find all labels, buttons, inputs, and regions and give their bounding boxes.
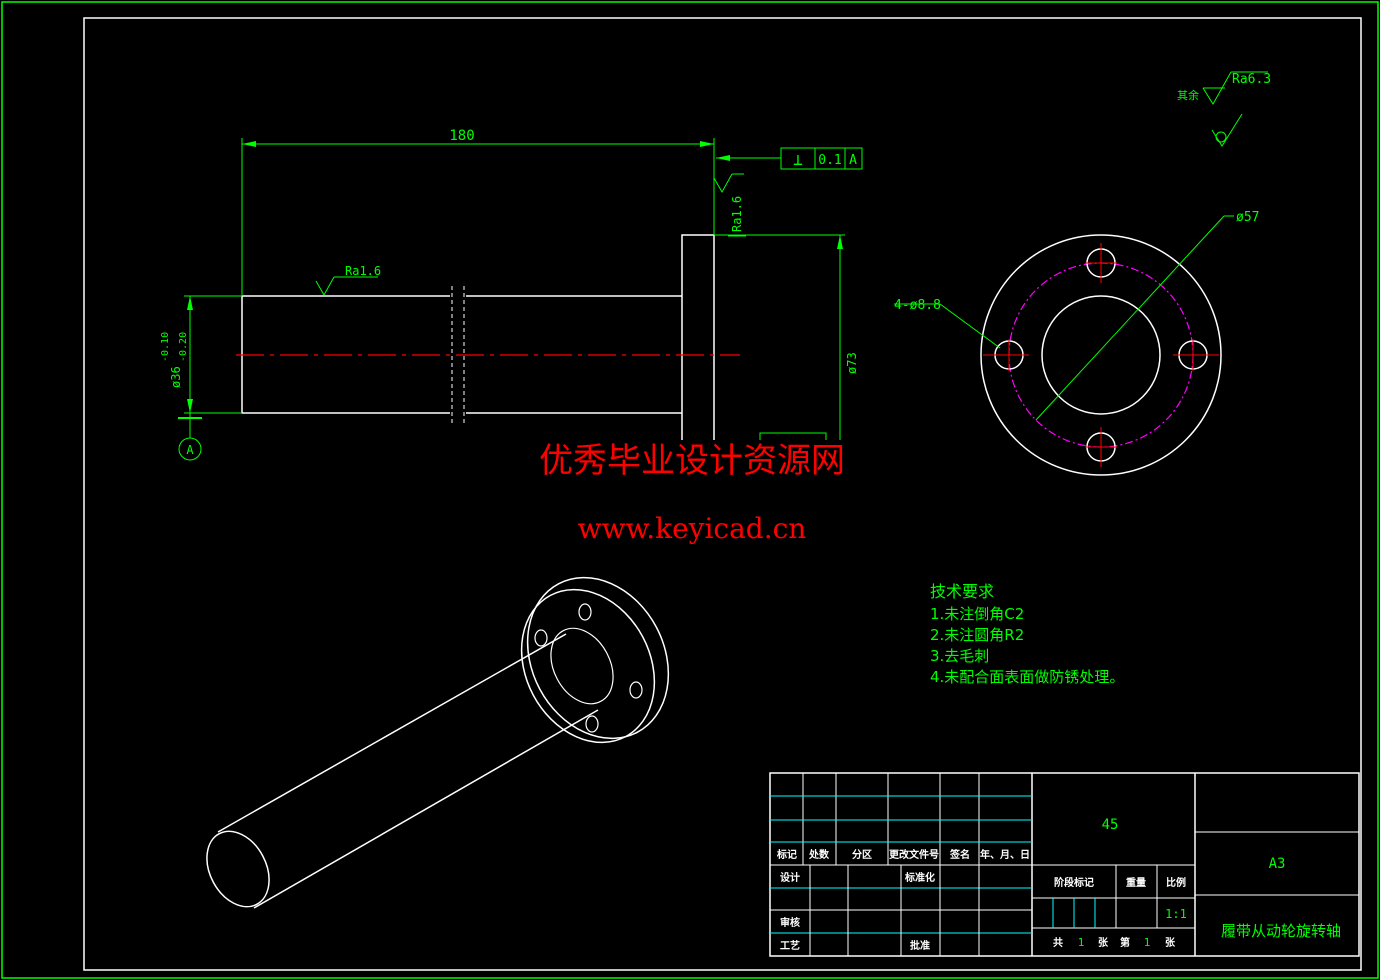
tb-h-date: 年、月、日: [980, 848, 1030, 861]
tech-item-3: 3.去毛刺: [930, 647, 989, 665]
tech-item-1: 1.未注倒角C2: [930, 605, 1024, 623]
watermark-cn-backdrop: [515, 440, 870, 480]
tb-h-ratio: 比例: [1166, 876, 1186, 889]
dim-d73-text: ø73: [845, 352, 859, 374]
front-view: 180 ⊥ 0.1 A Ra1.6 Ra1.6 ø36 -0.10 -0.20 …: [160, 128, 863, 476]
tb-h-design: 设计: [780, 871, 800, 884]
tech-heading: 技术要求: [930, 582, 994, 601]
roughness-symbol-general: [1202, 71, 1232, 105]
iso-shaft-end: [206, 830, 270, 908]
watermark-url: www.keyicad.cn: [578, 512, 807, 545]
tb-h-approve: 批准: [910, 939, 930, 952]
tb-part-name: 履带从动轮旋转轴: [1221, 922, 1341, 940]
arrow-left: [242, 141, 256, 147]
roughness-unmachined-circle: [1215, 131, 1227, 143]
tb-h-standardize: 标准化: [904, 871, 935, 884]
watermark: 优秀毕业设计资源网 www.keyicad.cn: [515, 440, 870, 545]
inner-border: [83, 17, 1362, 971]
tb-h-total: 共: [1053, 936, 1063, 949]
tol-symbol: ⊥: [793, 150, 803, 169]
tech-requirements: 技术要求 1.未注倒角C2 2.未注圆角R2 3.去毛刺 4.未配合面表面做防锈…: [930, 582, 1124, 686]
iso-shaft-top: [217, 633, 567, 833]
tb-sheet-size: A3: [1269, 856, 1286, 872]
iso-bolt-hole-1: [578, 603, 592, 621]
isometric-view: [206, 576, 670, 909]
iso-bolt-hole-2: [629, 681, 643, 699]
tb-h-mark: 标记: [776, 848, 797, 861]
roughness-symbol-flange: [713, 173, 733, 194]
tb-material: 45: [1102, 817, 1119, 833]
shaft-circle: [1041, 295, 1161, 415]
tb-h-sheets: 张: [1098, 936, 1109, 949]
tb-h-sheets2: 张: [1165, 936, 1176, 949]
arrow-right: [700, 141, 714, 147]
iso-flange-back: [526, 576, 670, 740]
datum-label: A: [186, 443, 194, 457]
iso-bolt-hole-4: [534, 629, 548, 647]
arrow-d36-bottom: [187, 399, 193, 413]
roughness-general-text: Ra6.3: [1232, 72, 1271, 87]
tol-datum: A: [849, 153, 857, 168]
arrow-d73-top: [837, 235, 843, 249]
dim-d36-tol-lower: -0.20: [178, 332, 189, 362]
title-block: 45 A3 履带从动轮旋转轴 1:1 标记 处数 分区 更改文件号 签名 年、月…: [769, 772, 1360, 957]
tb-h-weight: 重量: [1126, 876, 1146, 889]
iso-shaft-hub: [550, 627, 614, 705]
tb-h-review: 审核: [780, 916, 800, 929]
iso-flange-front: [520, 588, 656, 744]
iso-shaft-bottom: [253, 709, 599, 909]
flange-outer-circle: [980, 234, 1222, 476]
tb-h-sign: 签名: [949, 848, 970, 861]
dim-d57-text: ø57: [1236, 210, 1259, 225]
iso-bolt-hole-3: [585, 715, 599, 733]
leader-holes: [939, 303, 1001, 349]
datum-circle: [178, 437, 202, 461]
tb-h-stage: 阶段标记: [1054, 876, 1094, 889]
roughness-general-prefix: 其余: [1177, 88, 1199, 102]
leader-d57: [1035, 215, 1225, 421]
tb-h-count: 处数: [808, 848, 830, 861]
tb-h-change: 更改文件号: [889, 848, 939, 861]
tb-h-zone: 分区: [852, 848, 872, 861]
roughness-symbol-shaft: [315, 276, 335, 297]
tb-h-total-n: 1: [1078, 936, 1085, 949]
dim-d36-text: ø36: [169, 366, 183, 388]
dim-d36-tol-upper: -0.10: [160, 332, 171, 362]
arrow-d36-top: [187, 296, 193, 310]
roughness-shaft-text: Ra1.6: [345, 264, 381, 278]
tol-arrow: [716, 155, 730, 161]
side-view: ø57 4-ø8.8 其余 Ra6.3: [894, 71, 1271, 476]
dim-holes-text: 4-ø8.8: [894, 298, 941, 313]
tech-item-4: 4.未配合面表面做防锈处理。: [930, 668, 1124, 686]
roughness-symbol-unmachined: [1211, 113, 1243, 147]
tol-value: 0.1: [818, 153, 841, 168]
tb-h-process: 工艺: [780, 939, 800, 952]
tb-scale: 1:1: [1165, 907, 1187, 921]
roughness-flange-text: Ra1.6: [730, 196, 744, 232]
tol-frame: [780, 147, 863, 170]
tb-h-page: 第: [1120, 936, 1130, 949]
tb-h-page-n: 1: [1144, 936, 1151, 949]
dim-180-text: 180: [449, 128, 474, 144]
tech-item-2: 2.未注圆角R2: [930, 626, 1024, 644]
watermark-cn: 优秀毕业设计资源网: [539, 441, 845, 481]
